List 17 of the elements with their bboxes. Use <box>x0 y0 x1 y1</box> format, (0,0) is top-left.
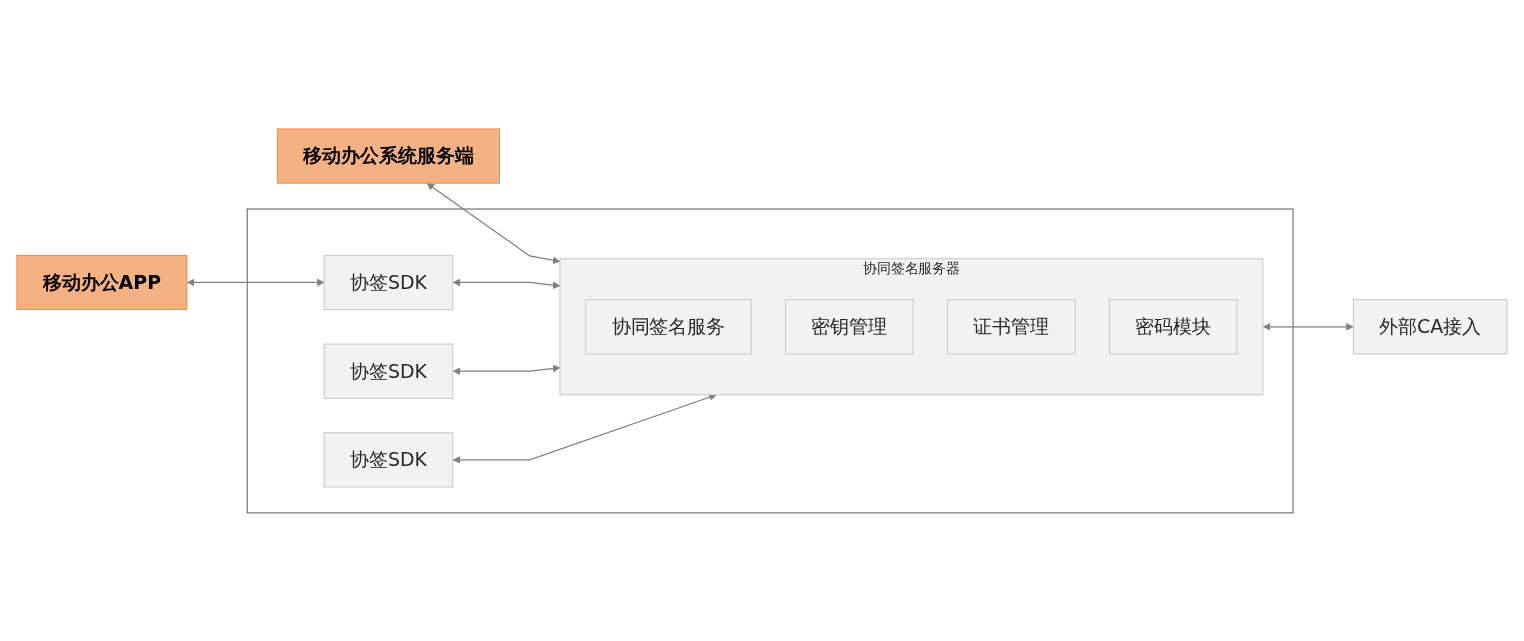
node-box: 协签SDK <box>323 343 454 399</box>
node-box: 协同签名服务 <box>585 298 752 354</box>
node-box: 外部CA接入 <box>1352 298 1508 354</box>
node-box: 移动办公系统服务端 <box>276 128 501 184</box>
arrow <box>426 182 561 264</box>
node-box: 移动办公APP <box>16 254 188 310</box>
arrow <box>452 278 561 289</box>
arrow <box>186 278 325 286</box>
arrow <box>1262 322 1354 331</box>
arrow <box>452 364 561 375</box>
cluster <box>246 208 1294 513</box>
node-box: 协签SDK <box>323 431 454 488</box>
node-box: 密钥管理 <box>785 298 914 354</box>
node-box: 密码模块 <box>1109 298 1238 354</box>
node-box: 证书管理 <box>947 298 1076 354</box>
node-box: 协签SDK <box>323 254 454 310</box>
arrow <box>452 393 717 464</box>
